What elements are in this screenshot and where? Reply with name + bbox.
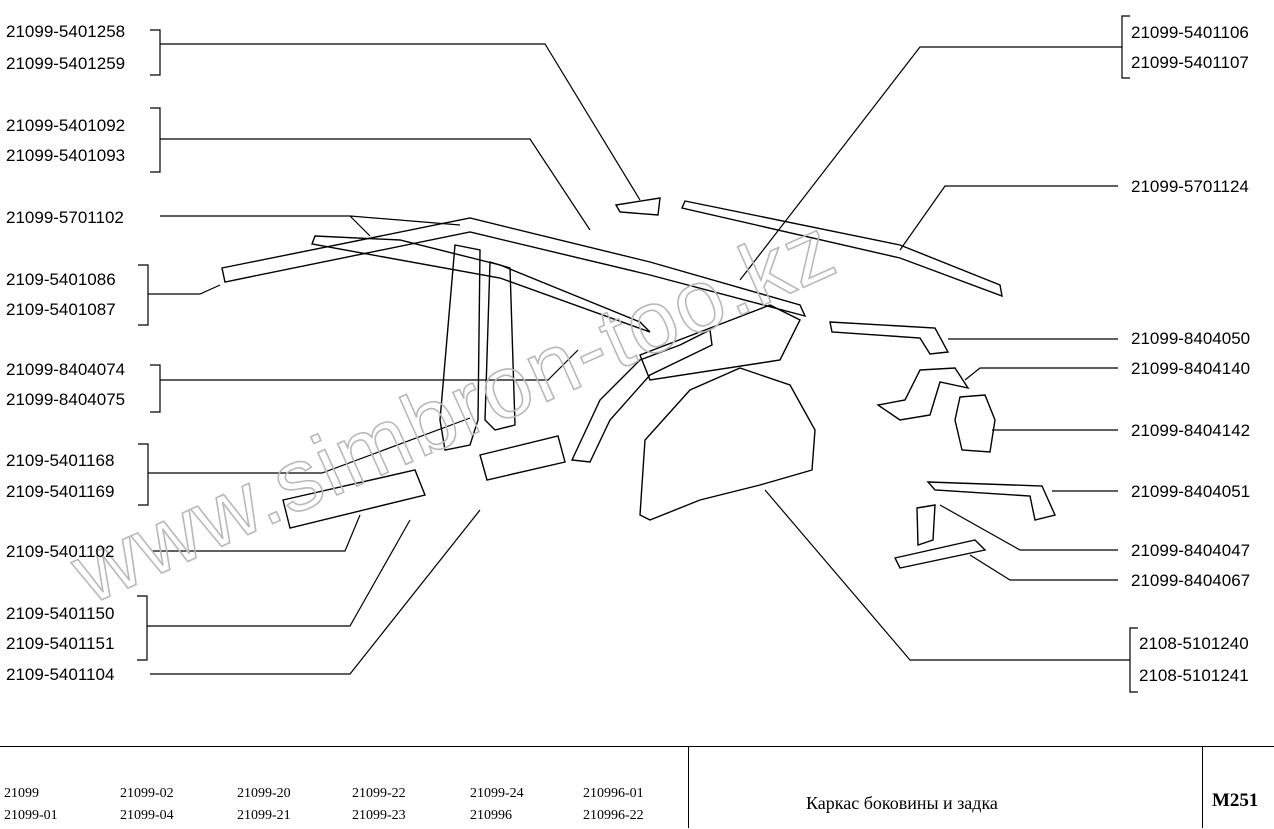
model-21099-02: 21099-02 xyxy=(120,786,174,801)
label-2109-5401168: 2109-5401168 xyxy=(6,451,115,470)
c-pillar xyxy=(484,261,516,431)
label-21099-5401259: 21099-5401259 xyxy=(6,54,126,73)
model-210996-01: 210996-01 xyxy=(583,786,644,801)
label-21099-8404075: 21099-8404075 xyxy=(6,390,126,409)
label-2109-5401087: 2109-5401087 xyxy=(6,300,116,319)
leader-8404067 xyxy=(969,554,1118,581)
label-21099-5701124: 21099-5701124 xyxy=(1131,177,1249,196)
leader-5401258 xyxy=(150,29,641,201)
diagram-code: M251 xyxy=(1212,790,1259,811)
footer-divider xyxy=(1202,746,1203,828)
label-21099-8404047: 21099-8404047 xyxy=(1131,541,1251,560)
label-2108-5101240: 2108-5101240 xyxy=(1139,634,1249,653)
leader-5401104 xyxy=(150,509,481,675)
label-21099-5401258: 21099-5401258 xyxy=(6,22,126,41)
label-2109-5401102: 2109-5401102 xyxy=(6,542,115,561)
footer-bar xyxy=(0,746,1274,829)
label-21099-5401106: 21099-5401106 xyxy=(1131,23,1249,42)
label-2109-5401086: 2109-5401086 xyxy=(6,270,116,289)
leader-5701124 xyxy=(899,185,1118,251)
leader-5401092 xyxy=(150,107,591,231)
label-21099-5401093: 21099-5401093 xyxy=(6,146,126,165)
model-210996: 210996 xyxy=(470,808,512,823)
model-21099-04: 21099-04 xyxy=(120,808,174,823)
model-21099-23: 21099-23 xyxy=(352,808,406,823)
roof-rail-front xyxy=(221,217,807,318)
label-21099-8404074: 21099-8404074 xyxy=(6,360,126,379)
sill-panel-right xyxy=(479,435,566,481)
model-21099: 21099 xyxy=(4,786,39,801)
model-21099-21: 21099-21 xyxy=(237,808,291,823)
part-8404050 xyxy=(829,321,950,355)
leader-8404074 xyxy=(150,349,579,413)
parts-diagram: www.simbron-too.kz xyxy=(56,15,1138,693)
part-8404067 xyxy=(893,539,987,569)
roof-rail-rear xyxy=(681,200,1003,298)
leader-5401168 xyxy=(138,417,471,506)
footer-divider xyxy=(688,746,689,828)
label-21099-8404142: 21099-8404142 xyxy=(1131,421,1251,440)
roof-rail-inner xyxy=(311,235,651,333)
part-5401258 xyxy=(614,197,661,216)
part-8404142 xyxy=(954,394,996,453)
label-2109-5401151: 2109-5401151 xyxy=(6,634,115,653)
part-8404051 xyxy=(926,481,1056,521)
body-frame-drawing xyxy=(221,197,1056,569)
label-2109-5401104: 2109-5401104 xyxy=(6,665,115,684)
label-21099-5401107: 21099-5401107 xyxy=(1131,53,1249,72)
leader-lines xyxy=(137,15,1138,693)
label-21099-8404051: 21099-8404051 xyxy=(1131,482,1251,501)
leader-5701102 xyxy=(160,215,461,237)
label-21099-8404140: 21099-8404140 xyxy=(1131,359,1251,378)
sill-panel-left xyxy=(282,469,426,529)
part-8404140 xyxy=(876,367,970,421)
label-21099-8404067: 21099-8404067 xyxy=(1131,571,1251,590)
wheel-arch xyxy=(639,367,816,521)
part-8404047 xyxy=(916,504,936,546)
label-21099-5401092: 21099-5401092 xyxy=(6,116,126,135)
diagram-title: Каркас боковины и задка xyxy=(806,793,998,813)
model-21099-24: 21099-24 xyxy=(470,786,524,801)
model-210996-22: 210996-22 xyxy=(583,808,644,823)
leader-5401150 xyxy=(137,519,411,661)
leader-5101240 xyxy=(764,489,1138,693)
label-21099-5701102: 21099-5701102 xyxy=(6,208,124,227)
model-21099-01: 21099-01 xyxy=(4,808,58,823)
leader-8404140 xyxy=(964,367,1118,381)
label-21099-8404050: 21099-8404050 xyxy=(1131,329,1251,348)
model-21099-22: 21099-22 xyxy=(352,786,406,801)
wheel-arch-inner xyxy=(570,328,713,463)
label-2109-5401150: 2109-5401150 xyxy=(6,604,115,623)
model-21099-20: 21099-20 xyxy=(237,786,291,801)
label-2108-5101241: 2108-5101241 xyxy=(1139,666,1249,685)
leader-5401106 xyxy=(739,15,1130,281)
leader-5401086 xyxy=(138,264,221,326)
leader-5401102 xyxy=(152,514,361,552)
label-2109-5401169: 2109-5401169 xyxy=(6,482,115,501)
b-pillar xyxy=(439,244,481,451)
leader-8404047 xyxy=(939,504,1118,551)
